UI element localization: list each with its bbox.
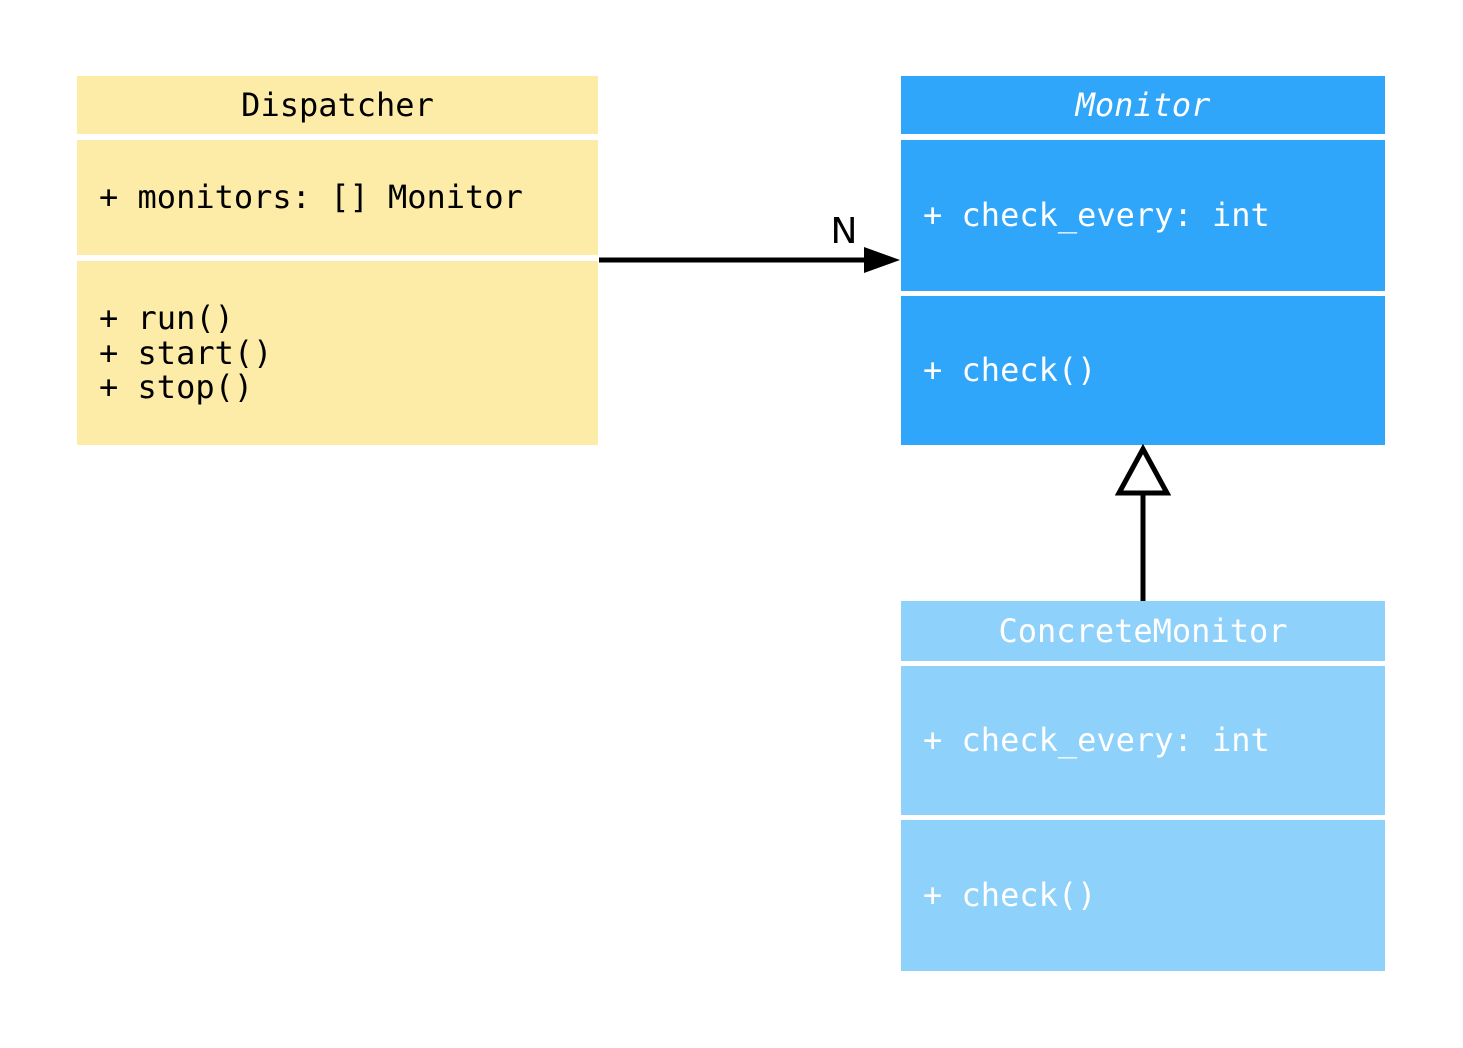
association-arrow: N bbox=[599, 211, 900, 273]
method-item: + stop() bbox=[99, 368, 254, 407]
method-item: + check() bbox=[923, 876, 1097, 915]
class-title-section: Dispatcher bbox=[77, 76, 598, 134]
class-title-section: Monitor bbox=[901, 76, 1385, 134]
class-name: Dispatcher bbox=[241, 86, 434, 124]
attribute-item: + check_every: int bbox=[923, 721, 1270, 760]
methods-section: + run() + start() + stop() bbox=[77, 261, 598, 445]
generalization-arrow bbox=[1114, 443, 1172, 601]
attribute-item: + monitors: [] Monitor bbox=[99, 178, 523, 217]
method-item: + check() bbox=[923, 351, 1097, 390]
association-multiplicity-label: N bbox=[831, 211, 858, 252]
method-item: + start() bbox=[99, 333, 273, 372]
attribute-item: + check_every: int bbox=[923, 196, 1270, 235]
filled-arrowhead-icon bbox=[864, 247, 900, 273]
class-box-dispatcher: Dispatcher + monitors: [] Monitor + run(… bbox=[77, 76, 598, 445]
attributes-section: + check_every: int bbox=[901, 140, 1385, 291]
class-box-monitor: Monitor + check_every: int + check() bbox=[901, 76, 1385, 445]
methods-section: + check() bbox=[901, 296, 1385, 445]
method-item: + run() bbox=[99, 299, 234, 338]
class-title-section: ConcreteMonitor bbox=[901, 601, 1385, 661]
class-name: Monitor bbox=[1075, 86, 1211, 124]
methods-section: + check() bbox=[901, 820, 1385, 971]
hollow-triangle-arrowhead-icon bbox=[1114, 443, 1172, 496]
class-name: ConcreteMonitor bbox=[998, 612, 1288, 650]
attributes-section: + monitors: [] Monitor bbox=[77, 140, 598, 255]
class-box-concrete-monitor: ConcreteMonitor + check_every: int + che… bbox=[901, 601, 1385, 971]
attributes-section: + check_every: int bbox=[901, 666, 1385, 815]
